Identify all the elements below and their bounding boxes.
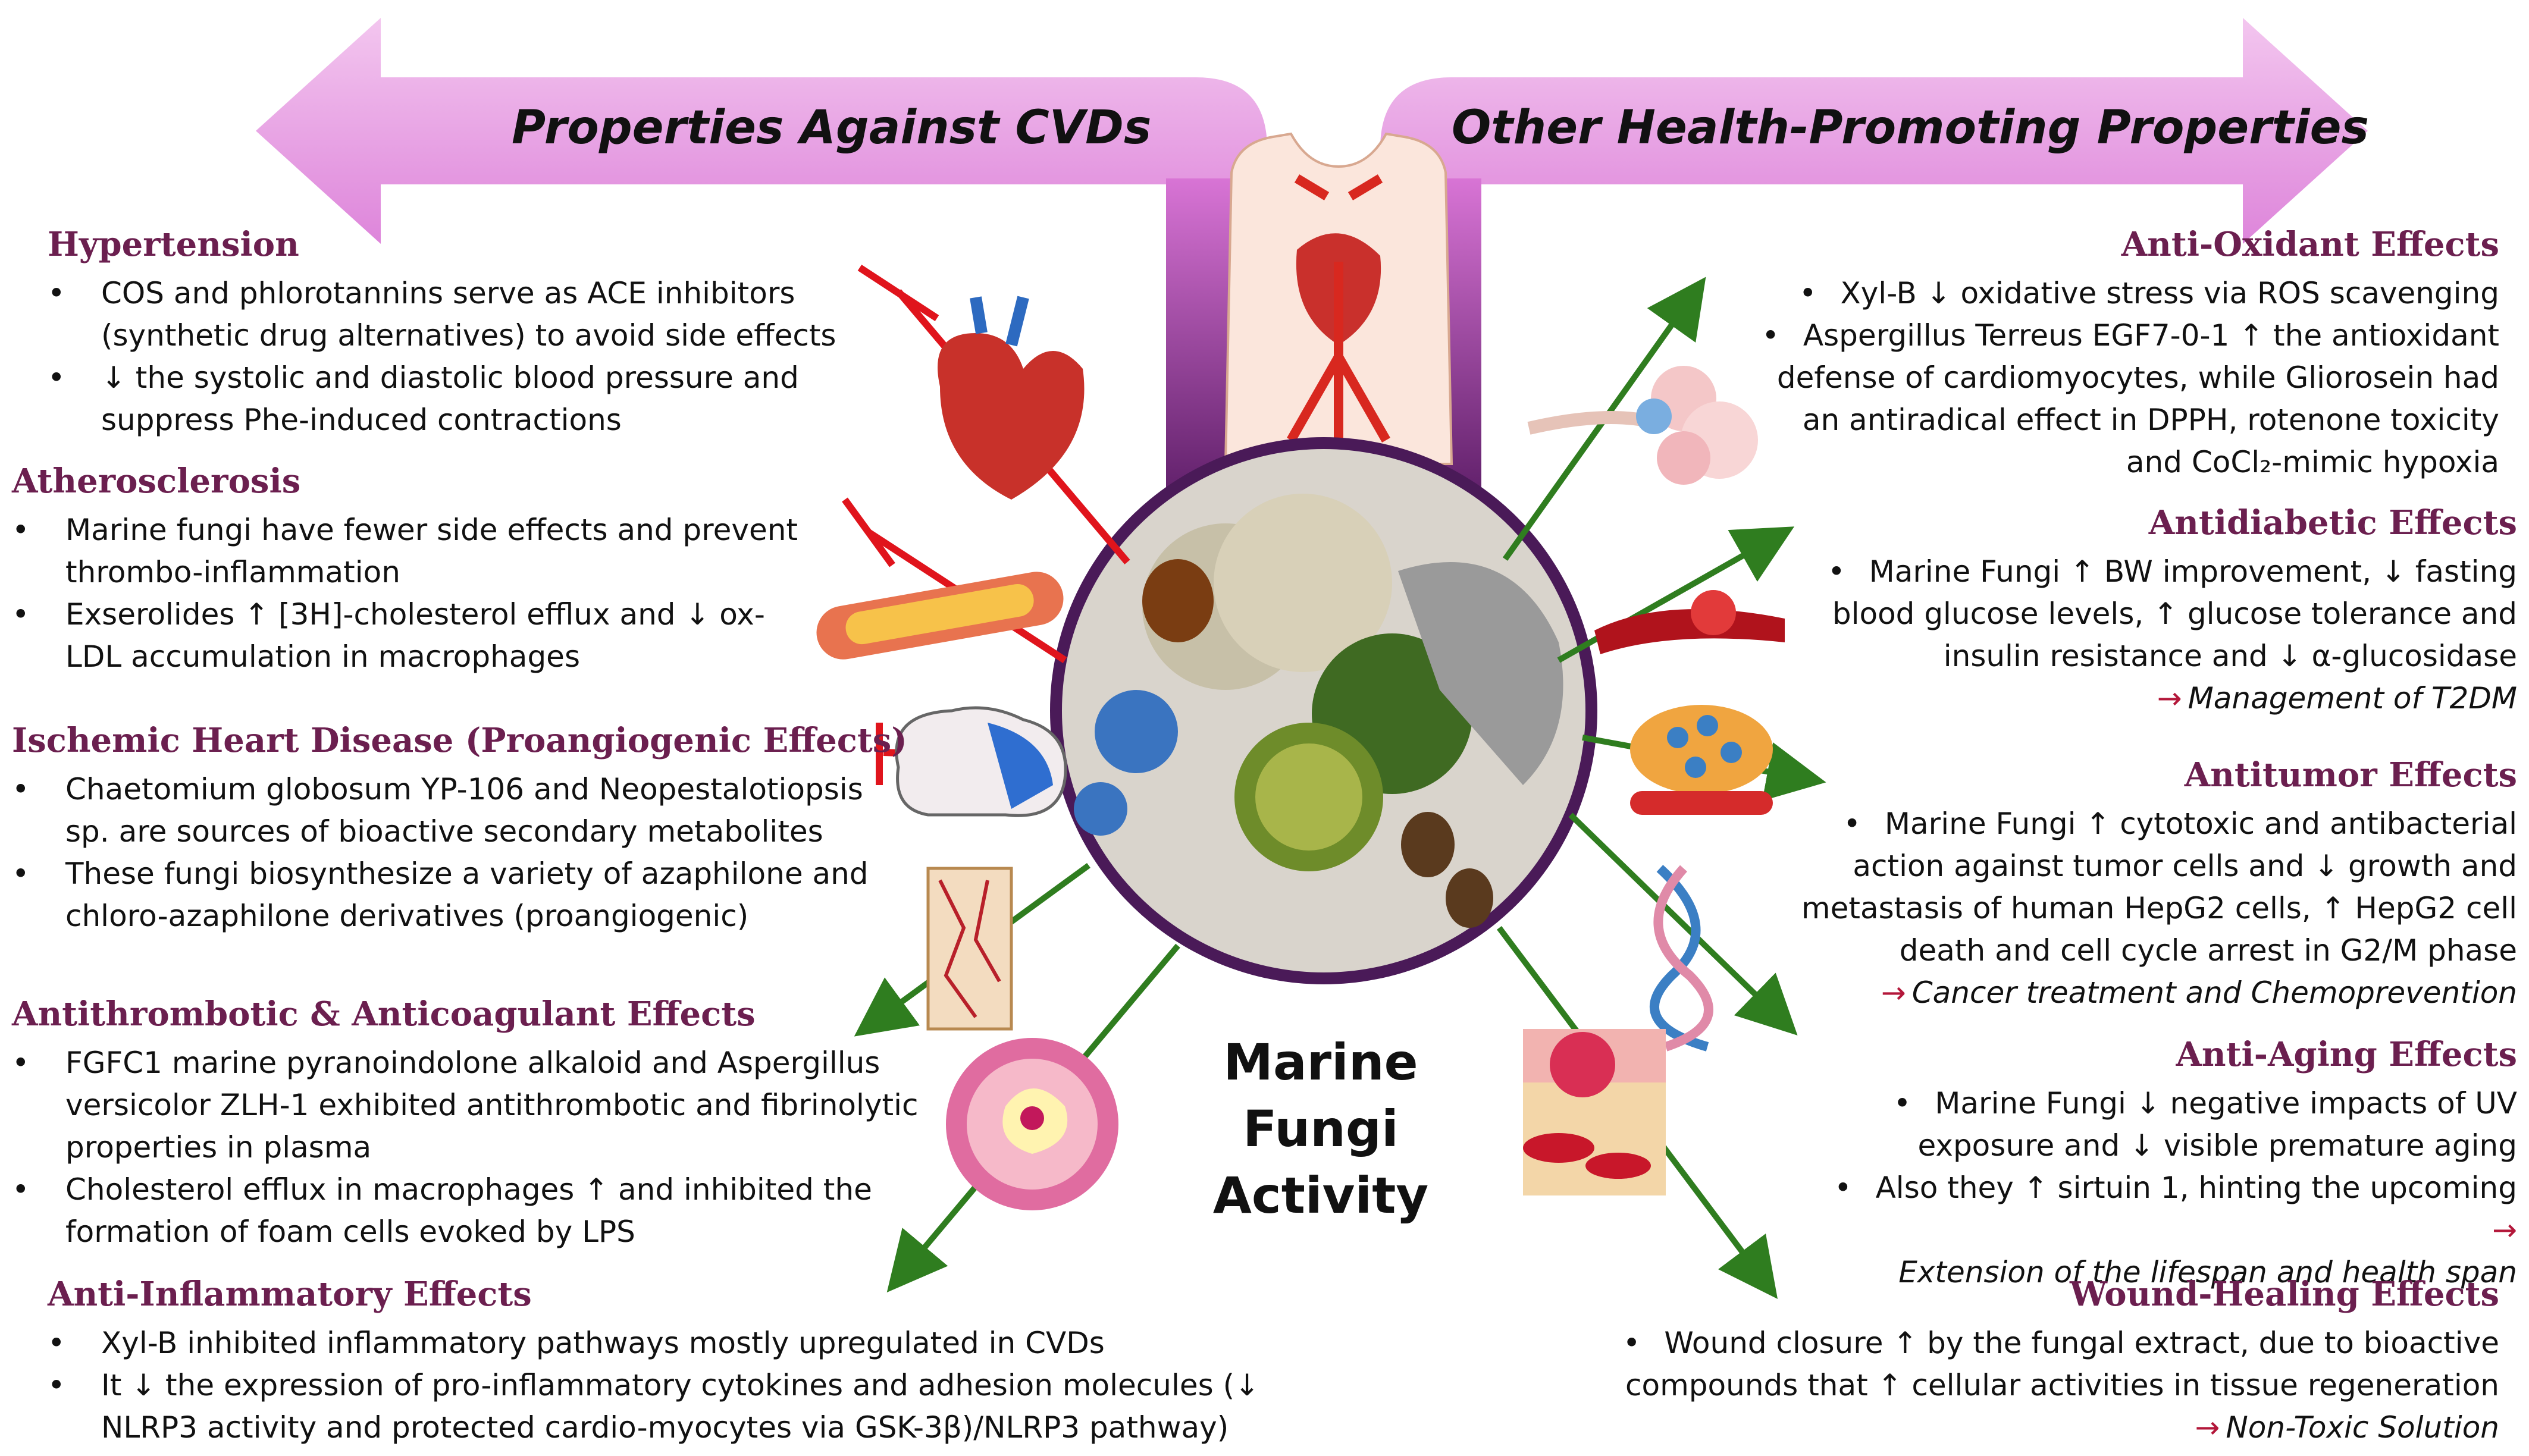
- list-item: It ↓ the expression of pro-inflammatory …: [48, 1364, 1345, 1449]
- list-item: Marine Fungi ↑ cytotoxic and antibacteri…: [1768, 803, 2517, 972]
- section-hypertension: Hypertension COS and phlorotannins serve…: [48, 225, 904, 441]
- section-title: Antidiabetic Effects: [2148, 503, 2517, 542]
- list-item: Also they ↑ sirtuin 1, hinting the upcom…: [1803, 1167, 2517, 1251]
- list-item: Marine fungi have fewer side effects and…: [12, 509, 821, 594]
- section-antithrombotic: Antithrombotic & Anticoagulant Effects F…: [12, 994, 940, 1253]
- section-anti-inflammatory: Anti-Inflammatory Effects Xyl-B inhibite…: [48, 1275, 1345, 1449]
- section-atherosclerosis: Atherosclerosis Marine fungi have fewer …: [12, 462, 821, 678]
- section-title: Anti-Inflammatory Effects: [48, 1275, 532, 1314]
- section-title: Anti-Aging Effects: [2176, 1035, 2517, 1074]
- conclusion-text: Non-Toxic Solution: [2226, 1410, 2499, 1445]
- dna-icon: [1650, 865, 1713, 1052]
- list-item: Marine Fungi ↓ negative impacts of UV ex…: [1803, 1082, 2517, 1167]
- list-item: Xyl-B inhibited inflammatory pathways mo…: [48, 1322, 1345, 1364]
- section-wound-healing: Wound-Healing Effects Wound closure ↑ by…: [1607, 1275, 2499, 1449]
- section-anti-aging: Anti-Aging Effects Marine Fungi ↓ negati…: [1803, 1035, 2517, 1294]
- blood-clot-icon: [1594, 590, 1785, 654]
- section-title: Wound-Healing Effects: [2069, 1275, 2499, 1314]
- list-item: Cholesterol efflux in macrophages ↑ and …: [12, 1169, 940, 1253]
- list-item: Aspergillus Terreus EGF7-0-1 ↑ the antio…: [1762, 315, 2499, 484]
- list-item: Chaetomium globosum YP-106 and Neopestal…: [12, 768, 904, 853]
- banner-right-title: Other Health-Promoting Properties: [1452, 101, 2369, 155]
- section-title: Antithrombotic & Anticoagulant Effects: [12, 994, 756, 1034]
- conclusion-text: Management of T2DM: [2188, 681, 2517, 716]
- blood-vessel-icon: [926, 867, 1013, 1031]
- list-item: Xyl-B ↓ oxidative stress via ROS scaveng…: [1762, 272, 2499, 315]
- section-anti-oxidant: Anti-Oxidant Effects Xyl-B ↓ oxidative s…: [1762, 225, 2499, 484]
- section-title: Atherosclerosis: [12, 462, 301, 501]
- list-item: FGFC1 marine pyranoindolone alkaloid and…: [12, 1042, 940, 1169]
- list-item: Exserolides ↑ [3H]-cholesterol efflux an…: [12, 594, 821, 678]
- conclusion: →Cancer treatment and Chemoprevention: [1768, 972, 2517, 1014]
- list-item: Wound closure ↑ by the fungal extract, d…: [1607, 1322, 2499, 1407]
- conclusion: →Management of T2DM: [1803, 677, 2517, 720]
- section-title: Ischemic Heart Disease (Proangiogenic Ef…: [12, 721, 907, 760]
- conclusion-arrow-icon: →: [2157, 681, 2182, 716]
- conclusion-text: Extension of the lifespan and health spa…: [1898, 1255, 2517, 1289]
- center-label-line: Marine: [1223, 1033, 1418, 1091]
- brain-icon: [895, 706, 1067, 817]
- list-item: COS and phlorotannins serve as ACE inhib…: [48, 272, 904, 357]
- list-item: These fungi biosynthesize a variety of a…: [12, 853, 904, 937]
- section-antidiabetic: Antidiabetic Effects Marine Fungi ↑ BW i…: [1803, 503, 2517, 720]
- section-title: Antitumor Effects: [2184, 755, 2517, 795]
- section-title: Anti-Oxidant Effects: [2121, 225, 2499, 264]
- fungi-micrograph-icon: [1050, 437, 1597, 984]
- conclusion: →Non-Toxic Solution: [1607, 1407, 2499, 1449]
- section-title: Hypertension: [48, 225, 299, 264]
- banner-left-title: Properties Against CVDs: [512, 101, 1152, 155]
- list-item: ↓ the systolic and diastolic blood press…: [48, 357, 904, 441]
- center-label-line: Activity: [1212, 1166, 1429, 1225]
- heart-icon: [938, 296, 1085, 500]
- lungs-icon: [1527, 366, 1758, 485]
- conclusion-arrow-icon: →: [2195, 1410, 2220, 1445]
- tumor-cells-icon: [1630, 705, 1773, 815]
- vessel-cross-section-icon: [946, 1038, 1118, 1210]
- section-antitumor: Antitumor Effects Marine Fungi ↑ cytotox…: [1768, 755, 2517, 1014]
- promote-connectors-right: [1497, 277, 1826, 1299]
- section-ischemic-heart-disease: Ischemic Heart Disease (Proangiogenic Ef…: [12, 721, 907, 937]
- right-banner-arrow: [1380, 18, 2368, 535]
- skin-layers-icon: [1523, 1029, 1666, 1195]
- conclusion-text: Cancer treatment and Chemoprevention: [1911, 975, 2517, 1010]
- center-label: Marine Fungi Activity: [1166, 1029, 1475, 1229]
- list-item-text: Also they ↑ sirtuin 1, hinting the upcom…: [1875, 1171, 2517, 1205]
- left-banner-arrow: [256, 18, 1267, 535]
- conclusion-arrow-icon: →: [2492, 1213, 2517, 1247]
- center-label-line: Fungi: [1243, 1100, 1399, 1158]
- list-item: Marine Fungi ↑ BW improvement, ↓ fasting…: [1803, 551, 2517, 677]
- torso-heart-icon: [1224, 132, 1453, 465]
- artery-plaque-icon: [816, 572, 1064, 660]
- conclusion-arrow-icon: →: [1881, 975, 1906, 1010]
